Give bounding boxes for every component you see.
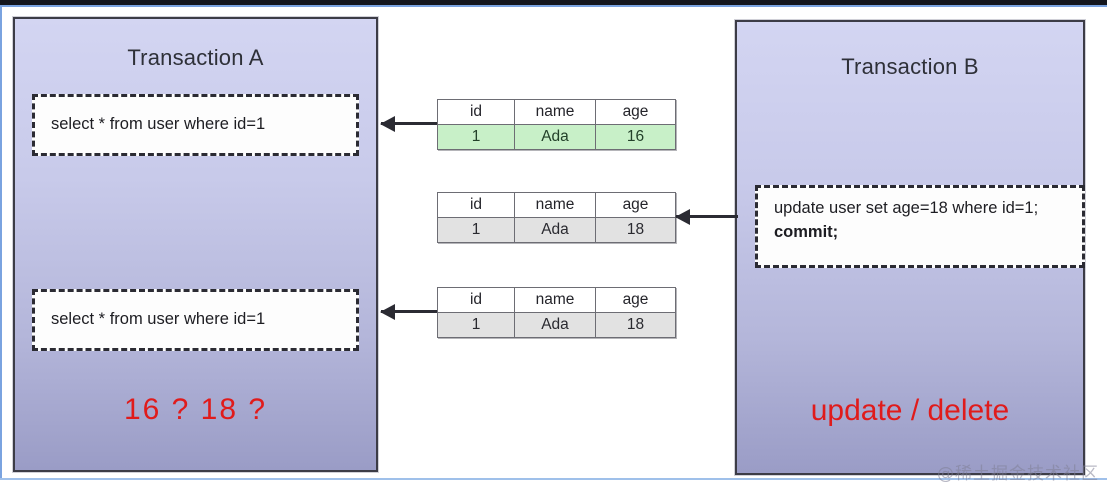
transaction-b-statement-text: update user set age=18 where id=1; commit…	[774, 197, 1038, 245]
transaction-a-panel: Transaction A select * from user where i…	[13, 17, 378, 472]
arrow-table1-to-transaction-a-icon	[381, 122, 437, 125]
transaction-a-statement-2: select * from user where id=1	[32, 289, 359, 351]
table-row: 1 Ada 16	[437, 124, 676, 150]
cell-age: 18	[595, 217, 676, 243]
table-header-name: name	[514, 192, 596, 218]
table-header-age: age	[595, 287, 676, 313]
bottom-border-line	[0, 478, 1107, 480]
transaction-a-statement-2-text: select * from user where id=1	[51, 310, 266, 329]
table-header-row: id name age	[437, 99, 676, 125]
table-header-id: id	[437, 287, 515, 313]
arrow-table3-to-transaction-a-icon	[381, 310, 437, 313]
table-row: 1 Ada 18	[437, 217, 676, 243]
cell-age: 16	[595, 124, 676, 150]
top-border-line	[0, 5, 1107, 7]
table-header-row: id name age	[437, 287, 676, 313]
transaction-a-question-note: 16 ? 18 ?	[123, 393, 268, 426]
transaction-a-title: Transaction A	[127, 45, 264, 70]
transaction-b-panel: Transaction B update user set age=18 whe…	[735, 20, 1085, 475]
left-border-line	[0, 5, 2, 480]
transaction-a-statement-1: select * from user where id=1	[32, 94, 359, 156]
transaction-b-title: Transaction B	[841, 54, 979, 79]
cell-name: Ada	[514, 312, 596, 338]
transaction-a-statement-1-text: select * from user where id=1	[51, 115, 266, 134]
top-edge-strip	[0, 0, 1107, 5]
table-header-id: id	[437, 192, 515, 218]
transaction-b-update-line: update user set age=18 where id=1;	[774, 199, 1039, 217]
transaction-b-commit-line: commit;	[774, 222, 839, 241]
table-header-age: age	[595, 192, 676, 218]
transaction-b-statement: update user set age=18 where id=1; commit…	[755, 185, 1085, 268]
transaction-b-operation-note: update / delete	[810, 394, 1010, 427]
cell-id: 1	[437, 312, 515, 338]
arrow-transaction-b-to-table2-icon	[676, 215, 738, 218]
table-header-id: id	[437, 99, 515, 125]
table-row: 1 Ada 18	[437, 312, 676, 338]
result-set-after-update: id name age 1 Ada 18	[437, 192, 676, 243]
cell-name: Ada	[514, 217, 596, 243]
table-header-name: name	[514, 287, 596, 313]
cell-id: 1	[437, 124, 515, 150]
table-header-name: name	[514, 99, 596, 125]
table-header-age: age	[595, 99, 676, 125]
result-set-second-read: id name age 1 Ada 18	[437, 287, 676, 338]
result-set-first-read: id name age 1 Ada 16	[437, 99, 676, 150]
cell-name: Ada	[514, 124, 596, 150]
cell-age: 18	[595, 312, 676, 338]
cell-id: 1	[437, 217, 515, 243]
table-header-row: id name age	[437, 192, 676, 218]
